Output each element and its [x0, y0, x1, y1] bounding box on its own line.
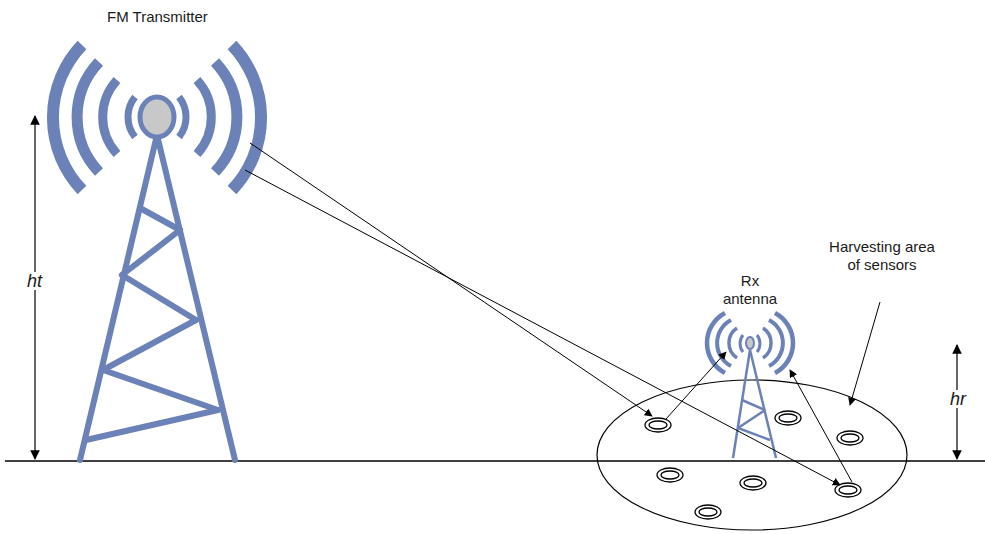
sensor-inner	[841, 434, 859, 442]
transmitter-label: FM Transmitter	[107, 8, 208, 26]
harvesting-area	[597, 380, 907, 530]
sensor	[835, 483, 861, 497]
antenna-head	[140, 97, 174, 137]
sensor	[657, 468, 683, 482]
sensors	[645, 411, 863, 519]
sensor-inner	[779, 414, 797, 422]
sensor	[695, 505, 721, 519]
height-arrows	[35, 116, 957, 459]
height-label: hr	[948, 390, 968, 408]
transmitter-tower	[80, 135, 235, 460]
area-label: Harvesting area of sensors	[827, 238, 937, 274]
sensor	[837, 431, 863, 445]
sensor	[740, 476, 766, 490]
radio-waves	[53, 45, 261, 190]
sensor-inner	[699, 508, 717, 516]
ground-line	[5, 460, 985, 461]
rx-waves	[707, 313, 793, 373]
height-label: ht	[25, 272, 44, 290]
rx-antenna-label: Rx antenna	[715, 272, 785, 308]
rx-antenna-head	[746, 337, 754, 349]
sensor-inner	[744, 479, 762, 487]
sensor-inner	[649, 421, 667, 429]
rf-links	[245, 143, 880, 485]
sensor-inner	[839, 486, 857, 494]
sensor	[645, 418, 671, 432]
sensor-inner	[661, 471, 679, 479]
sensor	[775, 411, 801, 425]
